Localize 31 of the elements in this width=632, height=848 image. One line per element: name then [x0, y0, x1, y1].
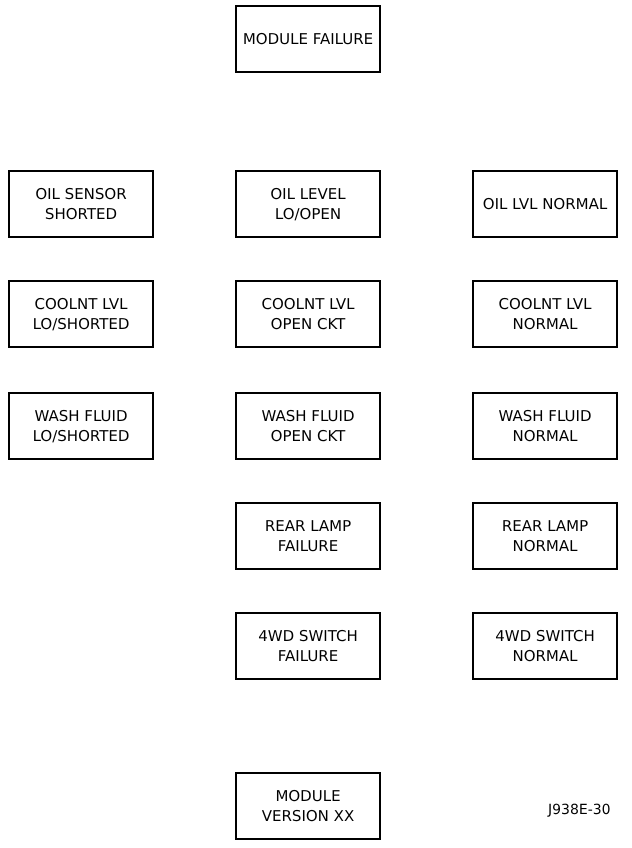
- box-text: 4WD SWITCH NORMAL: [494, 626, 596, 666]
- box-text: REAR LAMP NORMAL: [500, 516, 590, 556]
- status-box: [8, 392, 154, 460]
- status-box: [472, 612, 618, 680]
- status-box: [472, 392, 618, 460]
- box-text: OIL LEVEL LO/OPEN: [269, 184, 347, 224]
- status-box: [235, 280, 381, 348]
- box-text: WASH FLUID OPEN CKT: [260, 406, 356, 446]
- status-box: [472, 502, 618, 570]
- status-box: [235, 502, 381, 570]
- box-text: REAR LAMP FAILURE: [264, 516, 352, 556]
- status-box: [235, 772, 381, 840]
- status-box: [472, 280, 618, 348]
- box-text: COOLNT LVL LO/SHORTED: [32, 294, 130, 334]
- status-box: [8, 170, 154, 238]
- box-text: OIL SENSOR SHORTED: [34, 184, 128, 224]
- box-text: OIL LVL NORMAL: [482, 194, 608, 214]
- status-box: [472, 170, 618, 238]
- box-text: MODULE FAILURE: [242, 29, 374, 49]
- status-box: [235, 5, 381, 73]
- box-text: WASH FLUID NORMAL: [497, 406, 593, 446]
- status-box: [235, 170, 381, 238]
- box-text: 4WD SWITCH FAILURE: [257, 626, 359, 666]
- status-box: [235, 612, 381, 680]
- box-text: COOLNT LVL NORMAL: [498, 294, 592, 334]
- box-text: COOLNT LVL OPEN CKT: [260, 294, 356, 334]
- box-text: MODULE VERSION XX: [260, 786, 356, 826]
- box-text: WASH FLUID LO/SHORTED: [32, 406, 130, 446]
- status-box: [235, 392, 381, 460]
- figure-code: J938E-30: [548, 801, 611, 820]
- status-box: [8, 280, 154, 348]
